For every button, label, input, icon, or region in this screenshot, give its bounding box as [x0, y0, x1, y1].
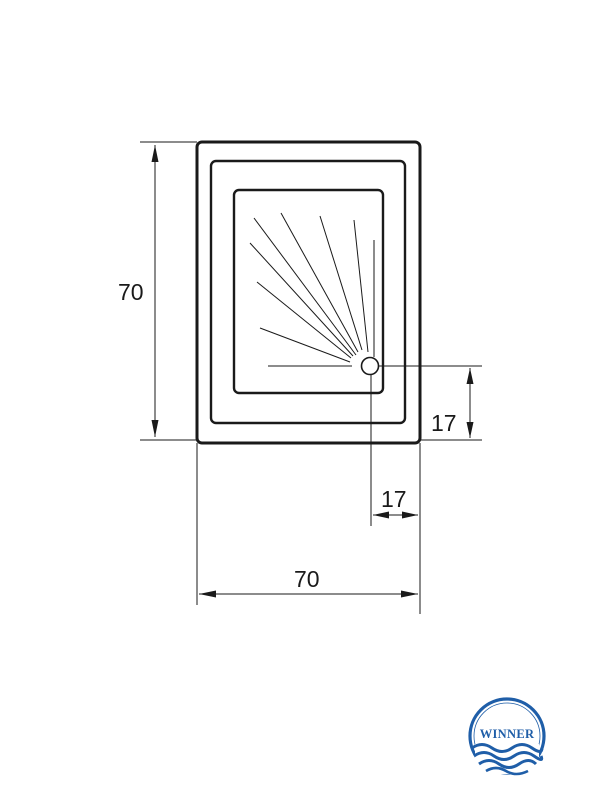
drain-offset-right-dimension: 17: [373, 486, 418, 519]
logo-wave-icon: [471, 743, 544, 753]
basin-grooves: [249, 212, 375, 367]
drain-icon: [360, 356, 380, 376]
tray-basin: [232, 188, 385, 395]
winner-logo: WINNER: [468, 697, 546, 776]
height-dimension: 70: [118, 145, 159, 437]
shower-tray: [195, 140, 422, 445]
tray-rim: [209, 159, 407, 425]
width-dimension: 70: [199, 566, 418, 598]
drain-offset-bottom-label: 17: [431, 410, 457, 436]
logo-text: WINNER: [480, 727, 535, 741]
drain-offset-bottom-dimension: 17: [431, 368, 474, 438]
drain-offset-right-label: 17: [381, 486, 407, 512]
width-dimension-label: 70: [294, 566, 320, 592]
extension-lines: [140, 141, 482, 614]
height-dimension-label: 70: [118, 279, 144, 305]
tray-outer-edge: [195, 140, 422, 445]
